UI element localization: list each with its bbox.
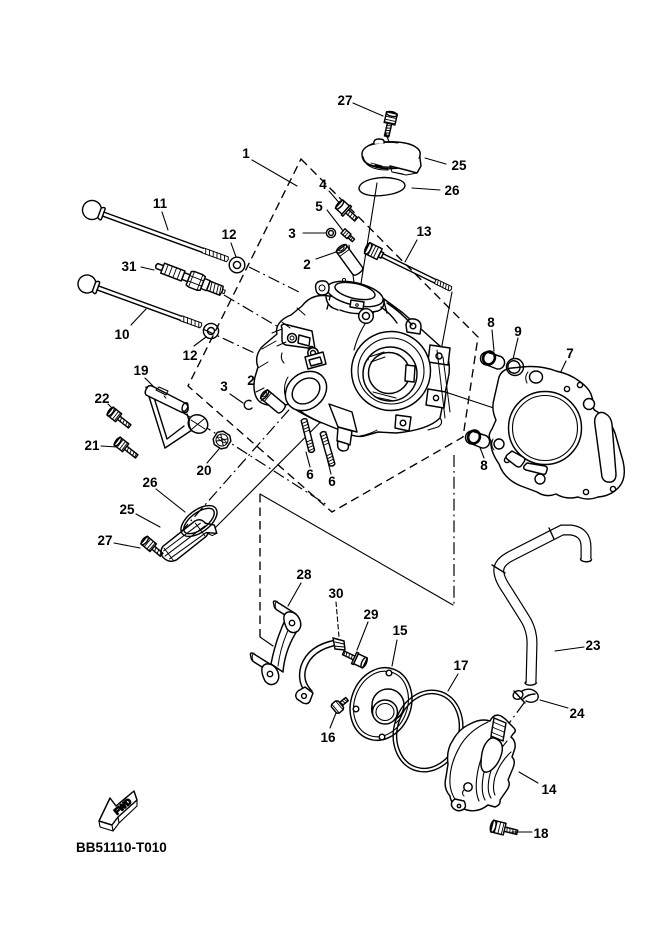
svg-text:5: 5 xyxy=(315,199,323,214)
svg-text:30: 30 xyxy=(328,586,343,601)
svg-text:16: 16 xyxy=(320,730,336,745)
svg-text:29: 29 xyxy=(363,607,378,622)
svg-text:26: 26 xyxy=(444,183,460,198)
svg-text:1: 1 xyxy=(242,146,250,161)
svg-text:9: 9 xyxy=(514,324,522,339)
svg-text:BB51110-T010: BB51110-T010 xyxy=(76,840,167,855)
svg-text:18: 18 xyxy=(533,826,549,841)
svg-text:8: 8 xyxy=(480,458,488,473)
svg-text:14: 14 xyxy=(541,782,557,797)
svg-text:25: 25 xyxy=(451,158,467,173)
svg-text:8: 8 xyxy=(487,315,495,330)
svg-text:21: 21 xyxy=(84,438,100,453)
svg-text:7: 7 xyxy=(566,346,574,361)
svg-text:27: 27 xyxy=(337,93,352,108)
svg-text:25: 25 xyxy=(119,502,135,517)
svg-text:22: 22 xyxy=(94,391,109,406)
svg-text:12: 12 xyxy=(221,227,236,242)
svg-text:12: 12 xyxy=(182,348,197,363)
svg-text:3: 3 xyxy=(288,226,296,241)
svg-text:24: 24 xyxy=(569,706,585,721)
svg-text:2: 2 xyxy=(247,373,255,388)
svg-text:20: 20 xyxy=(196,463,211,478)
svg-text:31: 31 xyxy=(121,259,137,274)
svg-text:11: 11 xyxy=(153,196,168,211)
svg-text:4: 4 xyxy=(319,177,327,192)
svg-text:27: 27 xyxy=(97,533,112,548)
svg-text:28: 28 xyxy=(296,567,312,582)
svg-text:10: 10 xyxy=(114,327,129,342)
svg-text:6: 6 xyxy=(306,467,314,482)
svg-text:3: 3 xyxy=(220,379,228,394)
svg-text:26: 26 xyxy=(142,475,158,490)
svg-text:19: 19 xyxy=(133,363,148,378)
svg-text:6: 6 xyxy=(328,474,336,489)
svg-text:2: 2 xyxy=(303,257,311,272)
svg-text:15: 15 xyxy=(392,623,408,638)
svg-text:17: 17 xyxy=(453,658,468,673)
svg-text:13: 13 xyxy=(416,224,432,239)
svg-text:23: 23 xyxy=(585,638,601,653)
